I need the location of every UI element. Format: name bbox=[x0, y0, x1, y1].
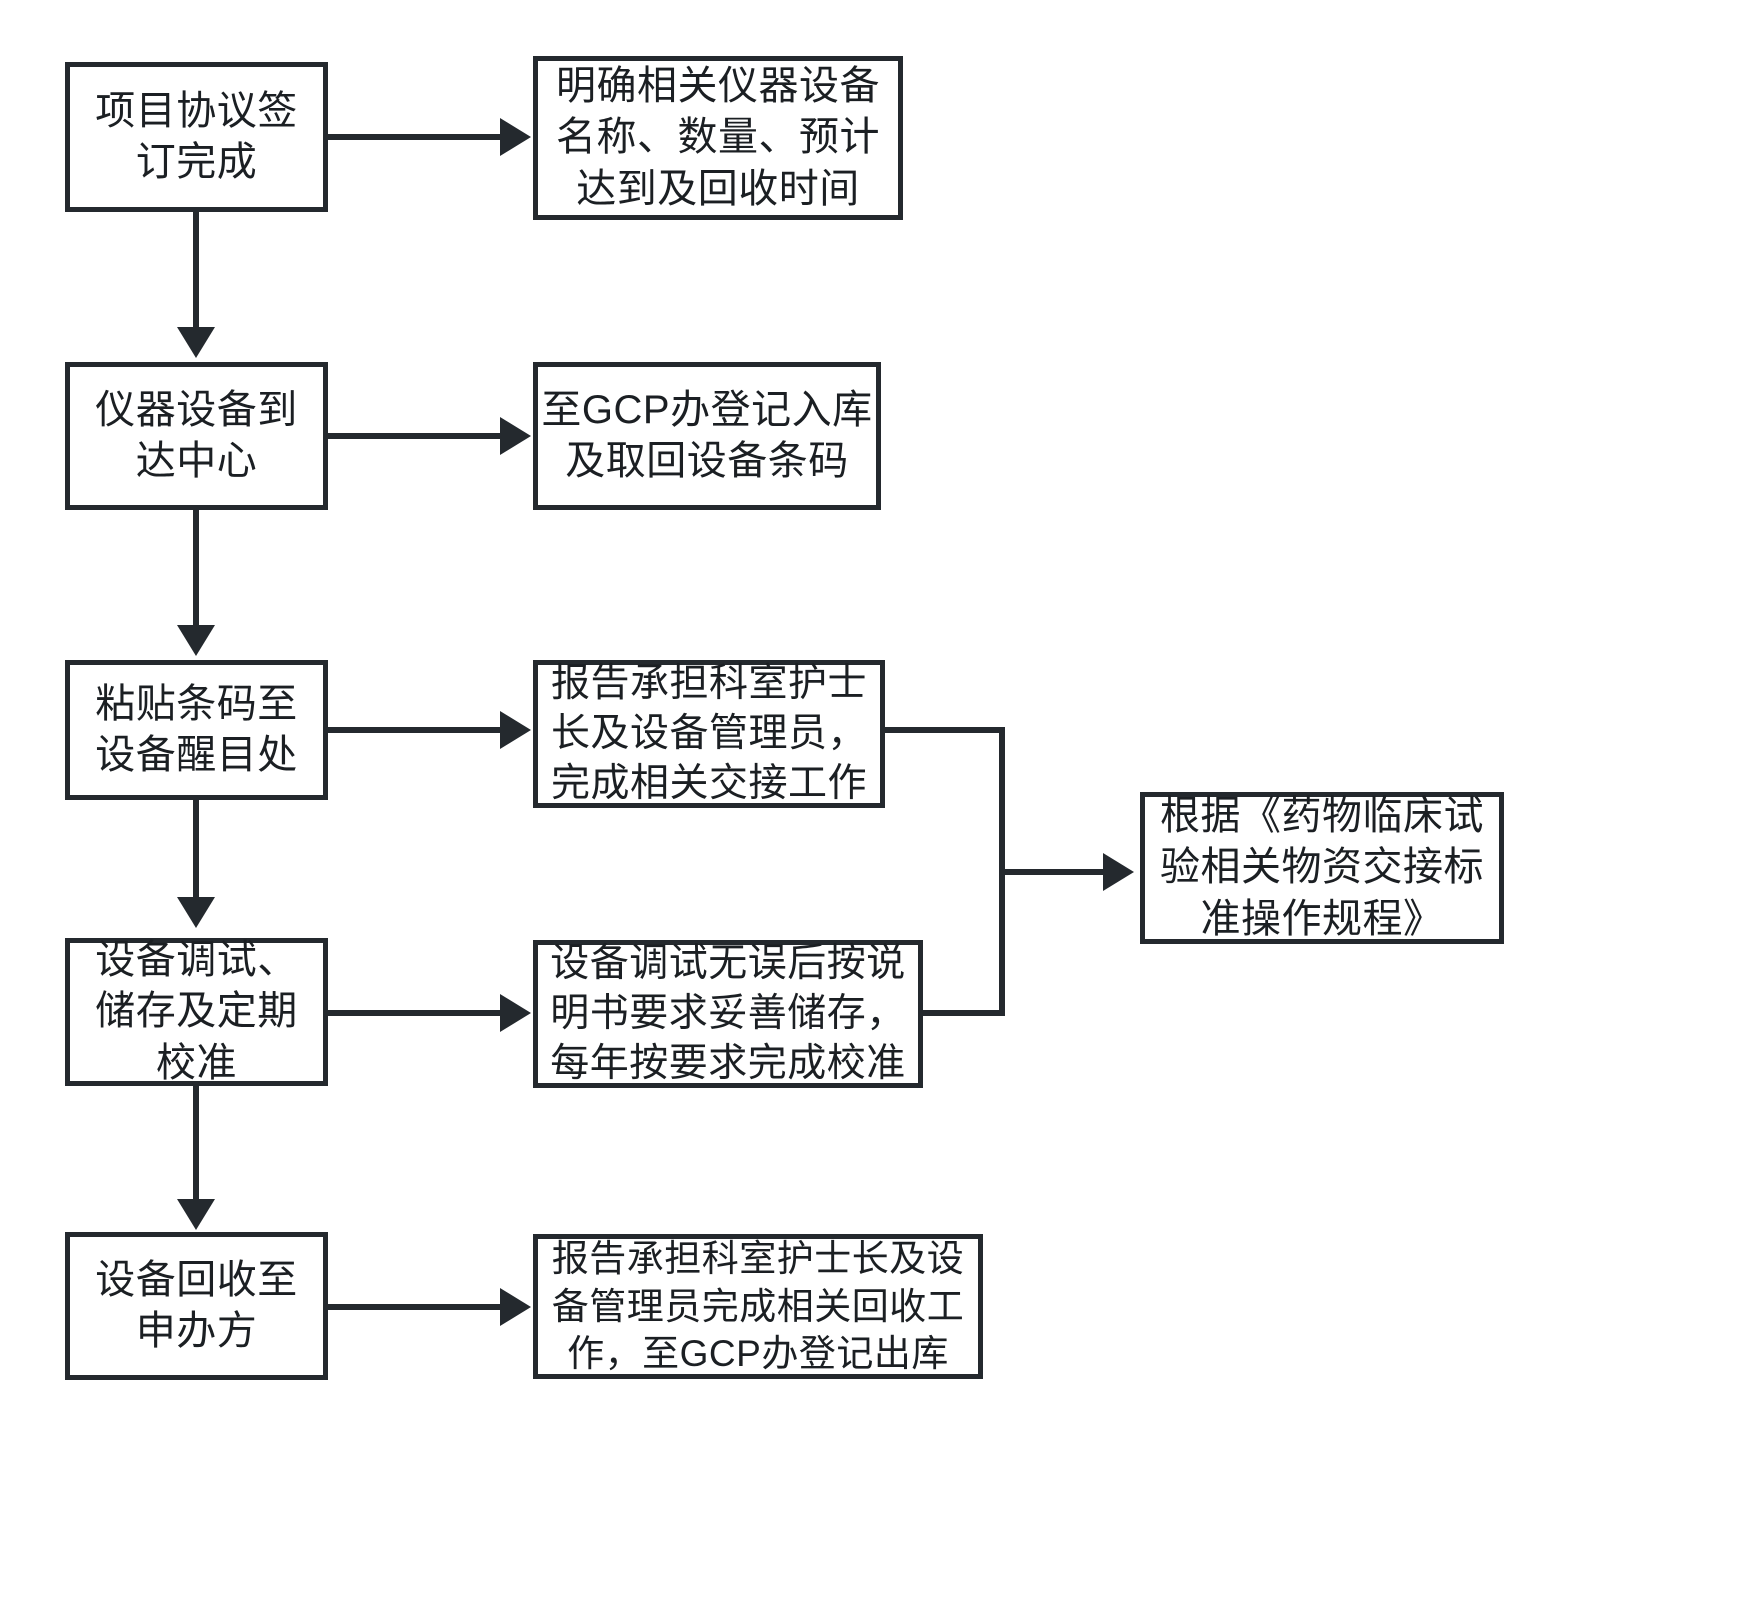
connector-step1-to-step2 bbox=[193, 212, 199, 332]
arrowhead-step2-to-detail2 bbox=[500, 417, 531, 455]
connector-reference-in bbox=[999, 869, 1109, 875]
node-detail3[interactable]: 报告承担科室护士 长及设备管理员， 完成相关交接工作 bbox=[533, 660, 885, 808]
arrowhead-to-reference bbox=[1103, 853, 1134, 891]
connector-step2-to-step3 bbox=[193, 510, 199, 630]
node-detail5[interactable]: 报告承担科室护士长及设 备管理员完成相关回收工 作，至GCP办登记出库 bbox=[533, 1234, 983, 1379]
arrowhead-step4-to-step5 bbox=[177, 1199, 215, 1230]
connector-step5-to-detail5 bbox=[328, 1304, 508, 1310]
node-step2[interactable]: 仪器设备到 达中心 bbox=[65, 362, 328, 510]
connector-detail3-elbow-h bbox=[885, 727, 1005, 733]
connector-step1-to-detail1 bbox=[328, 134, 508, 140]
node-step3[interactable]: 粘贴条码至 设备醒目处 bbox=[65, 660, 328, 800]
arrowhead-step2-to-step3 bbox=[177, 625, 215, 656]
node-reference[interactable]: 根据《药物临床试 验相关物资交接标 准操作规程》 bbox=[1140, 792, 1504, 944]
node-step1[interactable]: 项目协议签 订完成 bbox=[65, 62, 328, 212]
arrowhead-step1-to-detail1 bbox=[500, 118, 531, 156]
arrowhead-step3-to-detail3 bbox=[500, 711, 531, 749]
connector-step4-to-detail4 bbox=[328, 1010, 508, 1016]
arrowhead-step1-to-step2 bbox=[177, 327, 215, 358]
node-detail1[interactable]: 明确相关仪器设备 名称、数量、预计 达到及回收时间 bbox=[533, 56, 903, 220]
arrowhead-step5-to-detail5 bbox=[500, 1288, 531, 1326]
arrowhead-step3-to-step4 bbox=[177, 897, 215, 928]
arrowhead-step4-to-detail4 bbox=[500, 994, 531, 1032]
connector-step3-to-step4 bbox=[193, 800, 199, 900]
node-step5[interactable]: 设备回收至 申办方 bbox=[65, 1232, 328, 1380]
node-step4[interactable]: 设备调试、 储存及定期 校准 bbox=[65, 938, 328, 1086]
connector-step2-to-detail2 bbox=[328, 433, 508, 439]
connector-detail4-elbow-v bbox=[999, 869, 1005, 1016]
node-detail2[interactable]: 至GCP办登记入库 及取回设备条码 bbox=[533, 362, 881, 510]
connector-detail3-elbow-v bbox=[999, 727, 1005, 872]
connector-detail4-elbow-h bbox=[923, 1010, 1005, 1016]
connector-step3-to-detail3 bbox=[328, 727, 508, 733]
connector-step4-to-step5 bbox=[193, 1086, 199, 1204]
node-detail4[interactable]: 设备调试无误后按说 明书要求妥善储存， 每年按要求完成校准 bbox=[533, 940, 923, 1088]
